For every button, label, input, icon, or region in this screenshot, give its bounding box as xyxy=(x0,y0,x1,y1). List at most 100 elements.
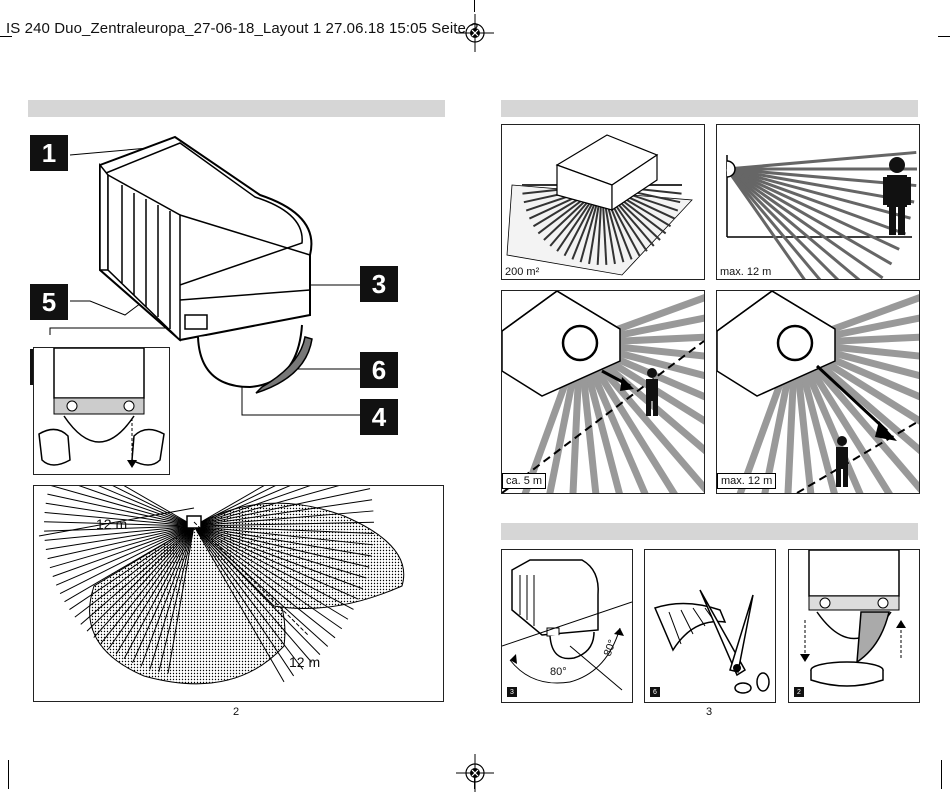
approach-ray xyxy=(577,341,678,493)
detection-ray xyxy=(193,525,354,610)
detection-ray xyxy=(193,486,340,527)
detection-ray xyxy=(45,502,195,527)
detection-ray xyxy=(47,493,195,527)
detection-ray xyxy=(193,486,265,527)
approach-ray xyxy=(576,342,623,493)
range-ray xyxy=(726,150,917,171)
detection-ray xyxy=(93,525,195,638)
detection-ray xyxy=(140,525,195,667)
caption-max-12m-bottom: max. 12 m xyxy=(717,473,777,489)
detection-ray xyxy=(167,525,195,674)
install-panel-shutter: 2 xyxy=(788,549,920,703)
detection-ray xyxy=(158,525,195,672)
detection-ray xyxy=(47,525,195,560)
detection-ray xyxy=(123,486,195,527)
detection-ray xyxy=(98,486,195,527)
range-ray xyxy=(725,168,806,279)
detection-ray xyxy=(59,525,195,595)
detection-ray xyxy=(193,525,295,677)
crossing-ray xyxy=(792,340,919,493)
install-panel-scissors: 6 xyxy=(644,549,776,703)
detection-ray xyxy=(80,525,195,625)
detection-ray xyxy=(52,525,195,577)
range-label-12m-top: 12 m xyxy=(96,516,128,532)
range-ray xyxy=(726,167,861,279)
detection-ray xyxy=(193,499,373,527)
detection-ray xyxy=(107,525,195,650)
print-slug-header: IS 240 Duo_Zentraleuropa_27-06-18_Layout… xyxy=(6,20,479,37)
detection-ray xyxy=(193,525,372,557)
section-bar-left xyxy=(28,100,445,117)
range-ray xyxy=(726,167,893,266)
detection-ray xyxy=(193,521,374,527)
crop-mark-left xyxy=(0,36,12,37)
approach-ray xyxy=(576,341,649,493)
range-ray xyxy=(725,167,840,279)
detection-ray xyxy=(44,521,195,527)
detection-ray xyxy=(193,525,285,683)
approach-ray xyxy=(576,342,600,493)
detection-ray xyxy=(100,525,195,644)
detection-area-panel: 12 m 12 m xyxy=(33,485,444,702)
detection-ray xyxy=(86,525,195,632)
range-ray xyxy=(726,167,907,236)
install-badge-3: 3 xyxy=(507,687,517,697)
caption-ca-5m: ca. 5 m xyxy=(502,473,547,489)
detection-ray xyxy=(193,488,371,527)
registration-mark-top-icon xyxy=(456,14,494,52)
section-bar-right-bottom xyxy=(501,523,918,540)
crop-mark-right-bottom xyxy=(941,760,942,789)
callout-badge-1: 1 xyxy=(30,135,68,171)
range-label-12m-bottom: 12 m xyxy=(289,654,321,670)
detection-ray xyxy=(193,486,276,527)
sensor-illustration xyxy=(49,135,360,416)
detection-ray xyxy=(69,525,195,611)
detection-ray xyxy=(64,525,195,603)
crop-mark-right xyxy=(938,36,950,37)
detection-ray xyxy=(193,525,374,546)
page-number-left: 2 xyxy=(233,706,240,718)
detection-ray xyxy=(193,486,311,527)
detection-ray xyxy=(193,525,343,630)
detection-ray xyxy=(44,525,195,541)
detection-ray xyxy=(193,525,363,590)
coverage-panel-person: max. 12 m xyxy=(716,124,920,280)
range-ray xyxy=(725,168,822,279)
crossing-ray xyxy=(791,342,815,493)
range-ray xyxy=(726,167,911,220)
detection-ray xyxy=(193,486,291,527)
coverage-panel-house: 200 m² xyxy=(501,124,705,280)
detection-ray xyxy=(45,525,195,551)
detection-ray xyxy=(123,525,195,659)
detection-ray xyxy=(55,525,195,586)
detection-ray xyxy=(193,510,374,527)
range-ray xyxy=(726,167,884,279)
detection-ray xyxy=(115,525,195,655)
range-ray xyxy=(726,167,900,251)
crop-mark-top xyxy=(474,0,475,12)
range-ray xyxy=(726,167,915,204)
install-panel-angle: 80° 80° 3 xyxy=(501,549,633,703)
detection-ray xyxy=(49,525,195,569)
callout-badge-6: 6 xyxy=(360,352,398,388)
detection-ray xyxy=(50,486,195,527)
section-bar-right-top xyxy=(501,100,918,117)
detection-ray xyxy=(193,525,329,647)
detection-ray xyxy=(193,525,349,620)
detection-ray xyxy=(44,512,195,527)
callout-badge-4: 4 xyxy=(360,399,398,435)
detection-ray xyxy=(193,525,304,670)
caption-max-12m-top: max. 12 m xyxy=(717,265,775,279)
detection-ray xyxy=(193,525,367,579)
detection-ray xyxy=(74,525,195,618)
install-badge-2: 2 xyxy=(794,687,804,697)
coverage-panel-approach: ca. 5 m xyxy=(501,290,705,494)
registration-mark-bottom-icon xyxy=(456,754,494,792)
detection-ray xyxy=(193,525,359,600)
coverage-panel-crossing: max. 12 m xyxy=(716,290,920,494)
detection-ray xyxy=(193,525,374,535)
crossing-ray xyxy=(792,341,893,493)
install-badge-6: 6 xyxy=(650,687,660,697)
angle-label-left: 80° xyxy=(550,666,567,678)
detection-ray xyxy=(193,525,370,568)
